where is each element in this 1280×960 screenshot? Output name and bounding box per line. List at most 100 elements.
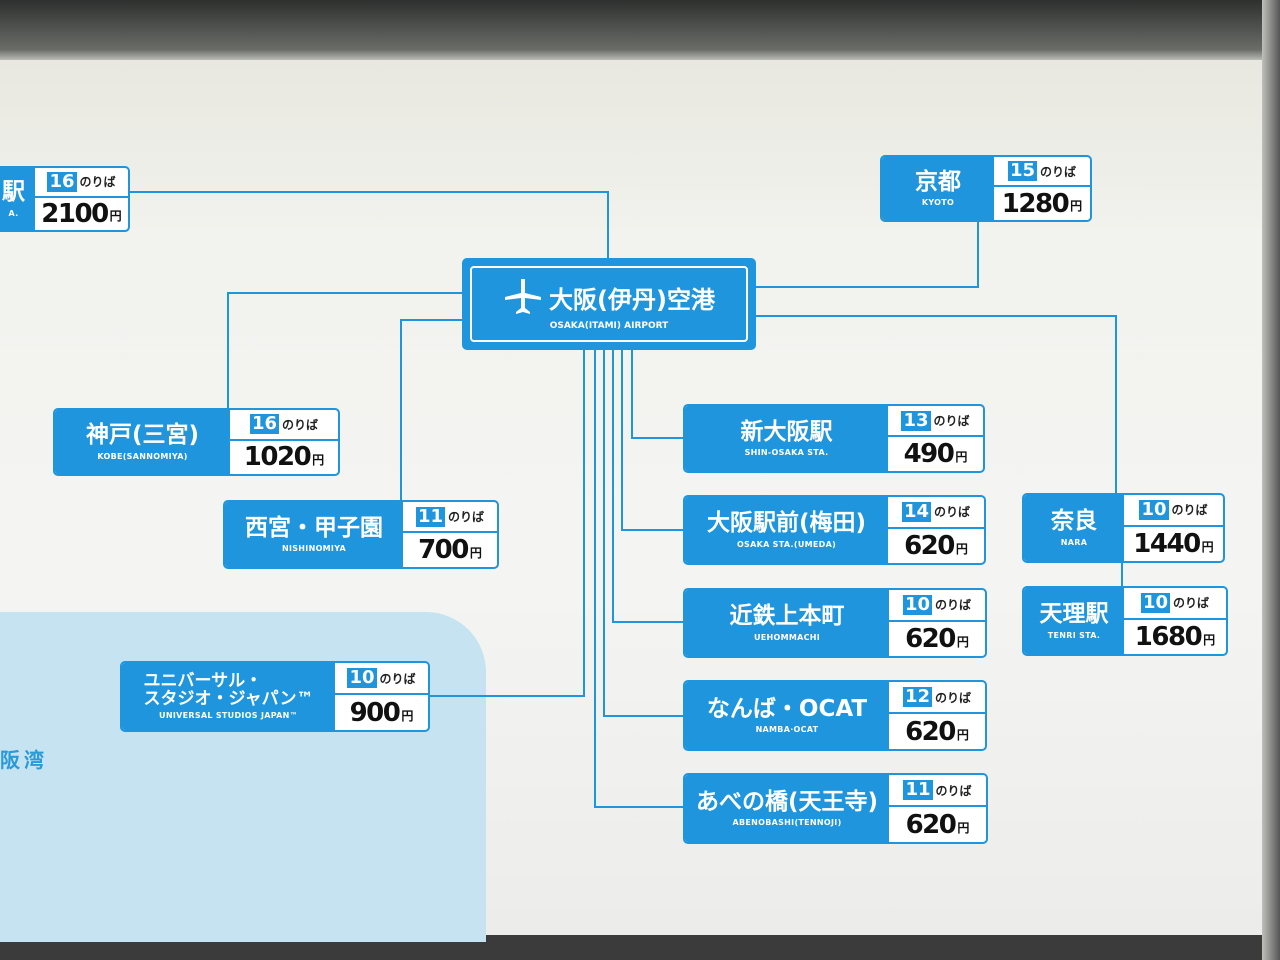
platform-number: 16 <box>47 170 77 192</box>
fare-amount: 1280 <box>1001 188 1070 219</box>
destination-name-jp: あべの橋(天王寺) <box>695 788 879 815</box>
window-frame-top <box>0 0 1280 62</box>
destination-name-en: TENRI STA. <box>1047 630 1101 640</box>
route-line-kobe <box>227 292 462 408</box>
destination-name-en: NAMBA·OCAT <box>755 725 819 735</box>
yen-unit: 円 <box>957 821 970 835</box>
destination-usj: ユニバーサル・ スタジオ・ジャパン™ UNIVERSAL STUDIOS JAP… <box>120 661 430 732</box>
destination-name-jp: 近鉄上本町 <box>729 603 845 630</box>
fare-amount: 490 <box>903 439 955 470</box>
destination-name: 奈良 NARA <box>1024 495 1124 561</box>
destination-name-en: KYOTO <box>921 198 955 208</box>
yen-unit: 円 <box>1201 540 1214 554</box>
platform-number: 11 <box>415 505 446 527</box>
platform-number: 10 <box>347 667 377 689</box>
fare-amount: 2100 <box>41 198 109 229</box>
destination-name-en: NISHINOMIYA <box>281 544 347 554</box>
platform-number: 12 <box>902 686 933 708</box>
route-line-nishinomiya <box>400 319 462 500</box>
destination-name: ユニバーサル・ スタジオ・ジャパン™ UNIVERSAL STUDIOS JAP… <box>122 663 335 730</box>
route-line-shinosaka <box>631 350 683 439</box>
platform-number: 10 <box>902 593 933 615</box>
platform-suffix: のりば <box>79 175 116 190</box>
destination-name: 西宮・甲子園 NISHINOMIYA <box>225 502 403 567</box>
route-line-nara <box>756 315 1117 493</box>
yen-unit: 円 <box>469 546 482 560</box>
destination-name-jp: なんば・OCAT <box>706 695 868 722</box>
fare-amount: 620 <box>905 623 956 654</box>
destination-name-en: UEHOMMACHI <box>753 632 821 642</box>
platform-suffix: のりば <box>934 505 971 520</box>
destination-name-en: SHIN-OSAKA STA. <box>744 448 829 458</box>
destination-name-jp: 大阪駅前(梅田) <box>706 510 867 537</box>
destination-name: 大阪駅前(梅田) OSAKA STA.(UMEDA) <box>685 497 888 563</box>
yen-unit: 円 <box>109 209 122 223</box>
hub-airport: 大阪(伊丹)空港 OSAKA(ITAMI) AIRPORT <box>462 258 756 350</box>
route-line-abeno <box>594 350 683 808</box>
destination-name: 駅 A. <box>0 168 35 230</box>
platform-number: 16 <box>249 413 280 435</box>
platform-number: 11 <box>903 779 933 801</box>
fare-amount: 620 <box>905 809 957 840</box>
destination-name-en: ABENOBASHI(TENNOJI) <box>732 818 842 828</box>
destination-name-jp: 奈良 <box>1051 508 1097 535</box>
destination-name-jp: 神戸(三宮) <box>85 422 200 449</box>
platform-suffix: のりば <box>282 417 319 432</box>
destination-name-en: UNIVERSAL STUDIOS JAPAN™ <box>159 711 298 721</box>
destination-name: 近鉄上本町 UEHOMMACHI <box>685 590 889 656</box>
airplane-icon <box>505 279 542 314</box>
destination-name-en: OSAKA STA.(UMEDA) <box>736 539 837 549</box>
destination-name-jp: 西宮・甲子園 <box>245 514 383 541</box>
bay-label: 阪湾 <box>0 748 48 772</box>
destination-name-en: KOBE(SANNOMIYA) <box>97 451 188 461</box>
destination-name-jp: 京都 <box>915 168 961 195</box>
fare-amount: 700 <box>418 535 469 566</box>
platform-number: 10 <box>1140 591 1171 613</box>
platform-suffix: のりば <box>935 598 972 613</box>
destination-name: なんば・OCAT NAMBA·OCAT <box>685 682 889 749</box>
yen-unit: 円 <box>1070 199 1083 213</box>
platform-suffix: のりば <box>379 671 416 686</box>
route-line-kyoto <box>756 221 979 288</box>
destination-name-jp: ユニバーサル・ スタジオ・ジャパン™ <box>143 670 314 709</box>
yen-unit: 円 <box>312 453 325 467</box>
destination-name: 新大阪駅 SHIN-OSAKA STA. <box>685 406 888 471</box>
fare-amount: 1020 <box>243 442 312 473</box>
route-line-umeda <box>621 350 683 531</box>
